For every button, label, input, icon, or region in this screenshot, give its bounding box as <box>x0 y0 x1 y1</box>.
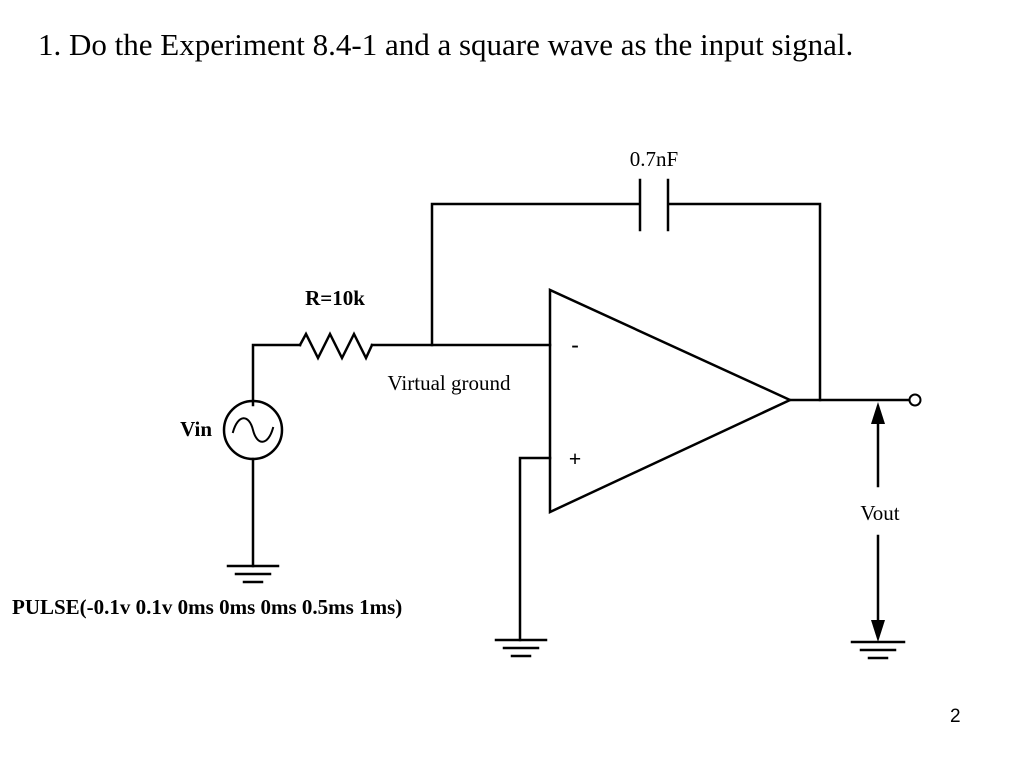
sine-wave-icon <box>231 417 275 443</box>
wire-to-resistor <box>251 343 302 407</box>
wire-noninverting-to-ground <box>518 456 552 642</box>
output-terminal <box>908 393 922 407</box>
resistor <box>298 331 374 361</box>
feedback-wire-left <box>430 202 640 347</box>
resistor-label: R=10k <box>305 286 365 310</box>
inverting-input-sign: - <box>571 332 578 357</box>
virtual-ground-label: Virtual ground <box>388 371 511 395</box>
pulse-spec-label: PULSE(-0.1v 0.1v 0ms 0ms 0ms 0.5ms 1ms) <box>12 595 402 619</box>
feedback-loop <box>430 202 822 402</box>
vout-arrow-down-head <box>871 620 885 642</box>
slide-title: 1. Do the Experiment 8.4-1 and a square … <box>38 27 854 62</box>
ground-icon <box>850 640 906 660</box>
vout-label: Vout <box>860 501 899 525</box>
page-number: 2 <box>950 706 961 727</box>
feedback-wire-right <box>667 202 822 402</box>
source-label: Vin <box>180 417 212 441</box>
ground-icon <box>494 638 548 658</box>
capacitor <box>638 178 670 232</box>
vout-arrow-up-head <box>871 402 885 424</box>
capacitor-label: 0.7nF <box>630 147 678 171</box>
ground-icon <box>226 564 280 584</box>
noninverting-input-sign: + <box>569 446 582 471</box>
op-amp-triangle <box>548 288 793 514</box>
